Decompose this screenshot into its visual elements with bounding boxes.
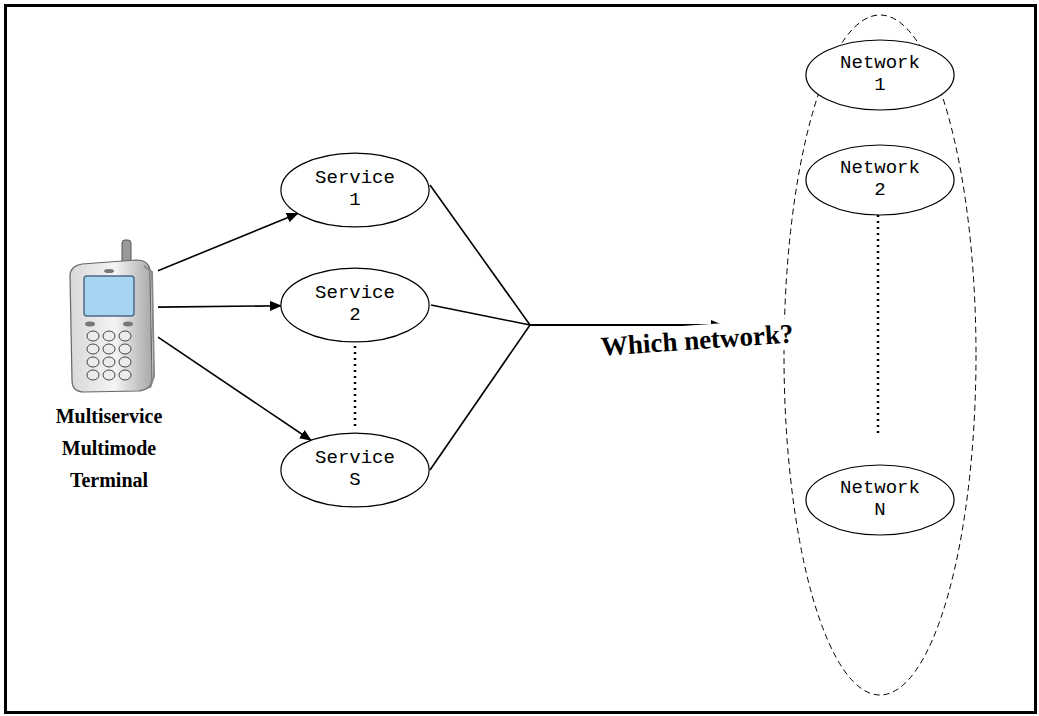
node-label: Service S: [315, 448, 395, 492]
terminal-node: Multiservice Multimode Terminal: [60, 236, 158, 394]
ellipsis-dots: [877, 215, 880, 436]
node-label: Network N: [840, 478, 920, 522]
service-oval: Service 2: [280, 267, 430, 343]
merge-line: [431, 305, 530, 325]
ellipsis-dots: [354, 346, 357, 430]
network-group-outline: [784, 15, 976, 695]
service-oval: Service 1: [280, 152, 430, 228]
phone-icon: [60, 236, 158, 394]
merge-line: [430, 325, 530, 470]
node-label: Network 1: [840, 53, 920, 97]
network-oval: Network 1: [805, 39, 955, 111]
arrow-connector: [158, 337, 311, 440]
arrow-connector: [158, 306, 281, 307]
network-oval: Network 2: [805, 144, 955, 216]
arrow-connector: [158, 213, 298, 270]
merge-line: [430, 185, 530, 325]
node-label: Service 2: [315, 283, 395, 327]
node-label: Service 1: [315, 168, 395, 212]
service-oval: Service S: [280, 432, 430, 508]
terminal-label: Multiservice Multimode Terminal: [34, 400, 184, 496]
node-label: Network 2: [840, 158, 920, 202]
network-oval: Network N: [805, 464, 955, 536]
